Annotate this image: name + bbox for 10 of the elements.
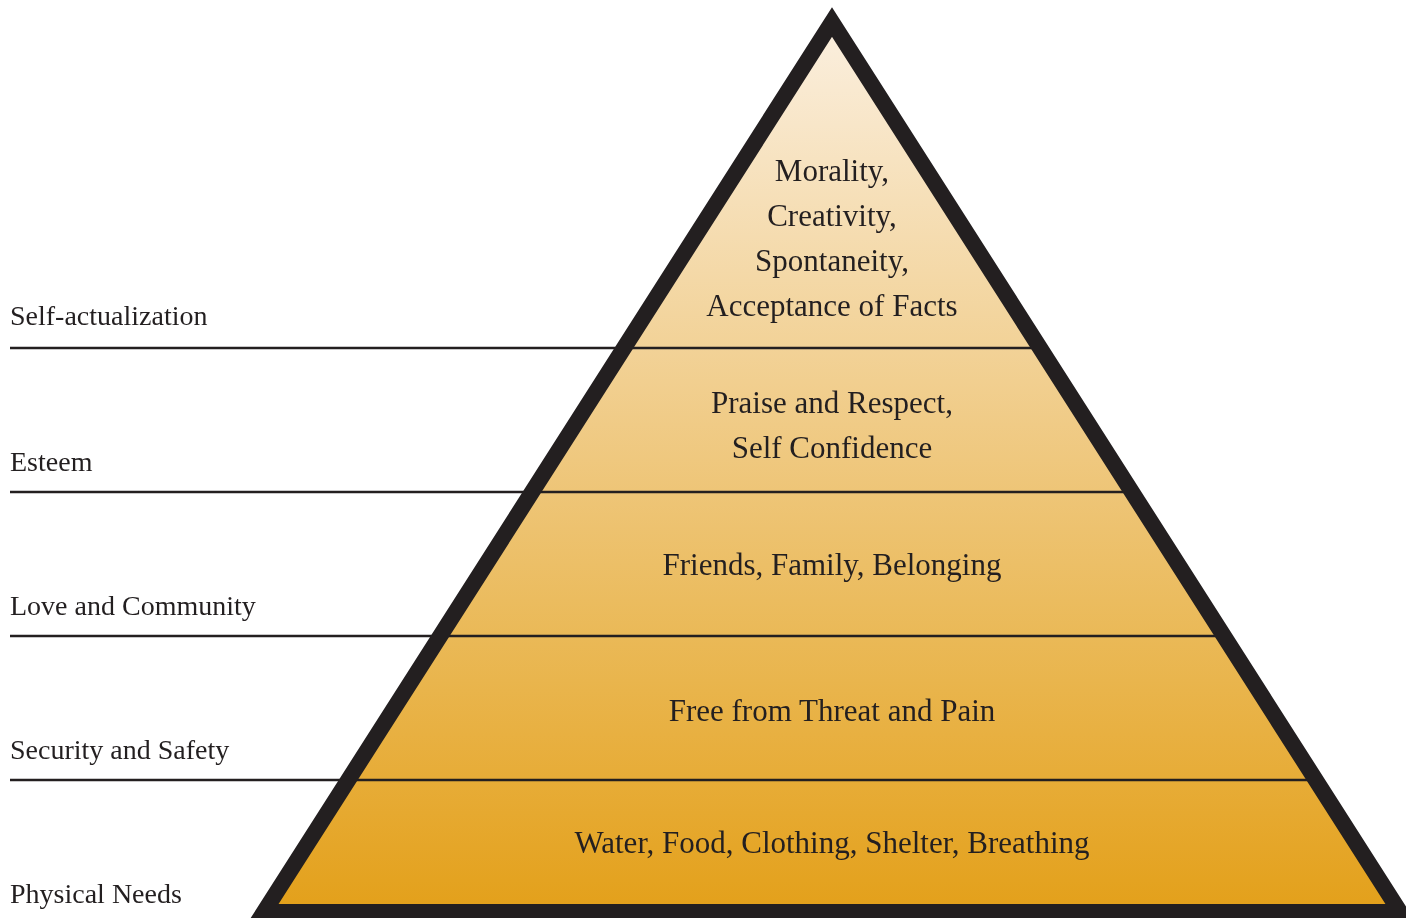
tier-text: Morality, Creativity, Spontaneity, Acceptance of Facts bbox=[705, 152, 959, 325]
level-label: Security and Safety bbox=[10, 733, 230, 767]
tier-text: Free from Threat and Pain bbox=[667, 692, 997, 730]
level-label: Self-actualization bbox=[10, 299, 208, 333]
level-label: Physical Needs bbox=[10, 877, 182, 911]
tier-text: Water, Food, Clothing, Shelter, Breathing bbox=[573, 824, 1091, 862]
tier-text: Friends, Family, Belonging bbox=[661, 546, 1003, 584]
tier-text: Praise and Respect, Self Confidence bbox=[710, 384, 954, 467]
level-label: Esteem bbox=[10, 445, 93, 479]
level-label: Love and Community bbox=[10, 589, 256, 623]
